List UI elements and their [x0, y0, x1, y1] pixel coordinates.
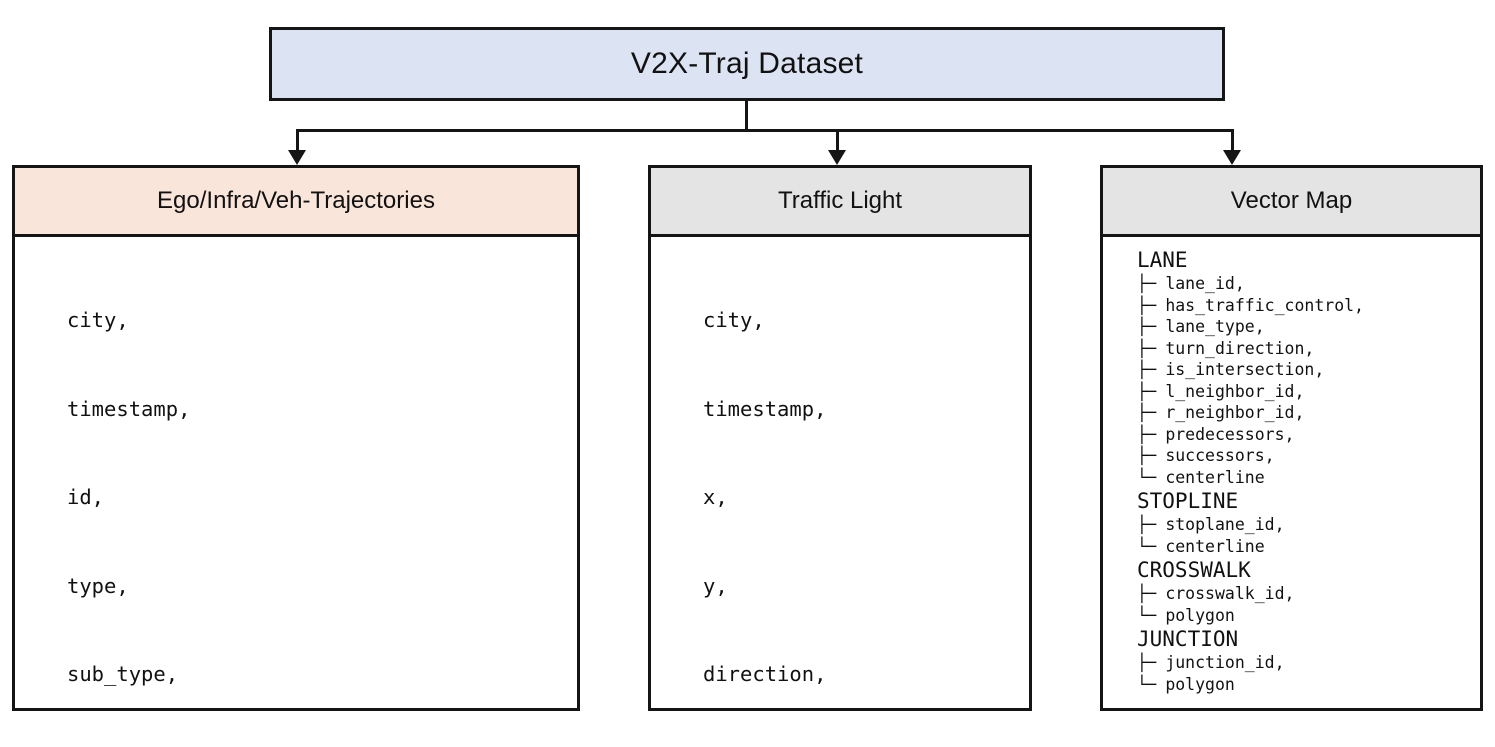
panel-vector-map-body: LANE├─ lane_id,├─ has_traffic_control,├─… [1103, 237, 1480, 708]
tree-leaf-label: has_traffic_control, [1165, 295, 1364, 315]
tree-leaf-label: polygon [1165, 605, 1235, 625]
arrowhead-trajectories [288, 150, 306, 165]
tree-group-label: STOPLINE [1137, 489, 1239, 513]
tree-leaf-item: ├─ junction_id, [1137, 652, 1480, 674]
connector-bus [296, 129, 1234, 132]
panel-trajectories-body: city, timestamp, id, type, sub_type, age… [15, 237, 577, 708]
panel-trajectories-title: Ego/Infra/Veh-Trajectories [157, 187, 435, 214]
tree-leaf-label: l_neighbor_id, [1165, 381, 1305, 401]
tree-leaf-item: └─ polygon [1137, 674, 1480, 696]
tree-branch-glyph: ├─ [1137, 295, 1166, 315]
tree-leaf-label: is_intersection, [1165, 360, 1325, 379]
tree-branch-glyph: ├─ [1137, 338, 1166, 358]
tree-branch-glyph: ├─ [1137, 446, 1166, 465]
panel-trajectories: Ego/Infra/Veh-Trajectories city, timesta… [12, 165, 580, 711]
connector-drop-vector-map [1231, 131, 1234, 152]
field-item: id, [67, 485, 105, 509]
connector-drop-traffic-light [836, 131, 839, 152]
tree-leaf-item: └─ polygon [1137, 605, 1480, 627]
panel-vector-map: Vector Map LANE├─ lane_id,├─ has_traffic… [1100, 165, 1483, 711]
field-item: timestamp, [67, 396, 191, 421]
tree-leaf-item: ├─ crosswalk_id, [1137, 583, 1480, 605]
tree-branch-glyph: └─ [1137, 467, 1166, 487]
tree-branch-glyph: ├─ [1137, 653, 1166, 672]
tree-leaf-item: ├─ has_traffic_control, [1137, 295, 1480, 317]
tree-leaf-label: turn_direction, [1165, 338, 1315, 358]
tree-leaf-label: stoplane_id, [1165, 515, 1285, 534]
field-item: city, [703, 308, 765, 332]
dataset-root-label: V2X-Traj Dataset [630, 47, 864, 80]
panel-traffic-light-title: Traffic Light [777, 187, 903, 214]
vector-map-tree: LANE├─ lane_id,├─ has_traffic_control,├─… [1103, 247, 1480, 695]
field-item: y, [703, 573, 728, 598]
trajectories-field-list: city, timestamp, id, type, sub_type, age… [15, 247, 577, 708]
tree-leaf-item: ├─ successors, [1137, 445, 1480, 467]
dataset-root-node: V2X-Traj Dataset [269, 27, 1225, 101]
tree-leaf-item: └─ centerline [1137, 467, 1480, 489]
tree-branch-glyph: ├─ [1137, 403, 1166, 422]
tree-branch-glyph: └─ [1137, 674, 1166, 694]
panel-vector-map-title: Vector Map [1230, 187, 1353, 214]
tree-leaf-item: ├─ lane_type, [1137, 316, 1480, 338]
tree-leaf-label: crosswalk_id, [1165, 584, 1295, 603]
panel-traffic-light-header: Traffic Light [651, 168, 1029, 237]
connector-drop-trajectories [296, 131, 299, 152]
field-item: direction, [703, 662, 827, 686]
field-item: city, [67, 308, 129, 332]
traffic-light-field-list: city, timestamp, x, y, direction, lane_i… [651, 247, 1029, 708]
tree-branch-glyph: ├─ [1137, 360, 1166, 379]
panel-trajectories-header: Ego/Infra/Veh-Trajectories [15, 168, 577, 237]
tree-branch-glyph: ├─ [1137, 584, 1166, 603]
tree-branch-glyph: └─ [1137, 536, 1166, 556]
tree-branch-glyph: ├─ [1137, 381, 1166, 401]
tree-branch-glyph: ├─ [1137, 424, 1166, 444]
field-item: sub_type, [67, 662, 179, 686]
tree-leaf-item: ├─ turn_direction, [1137, 338, 1480, 360]
tree-leaf-label: polygon [1165, 674, 1235, 694]
arrowhead-traffic-light [828, 150, 846, 165]
panel-vector-map-header: Vector Map [1103, 168, 1480, 237]
tree-leaf-item: ├─ stoplane_id, [1137, 514, 1480, 536]
panel-traffic-light: Traffic Light city, timestamp, x, y, dir… [648, 165, 1032, 711]
tree-group-label: JUNCTION [1137, 627, 1239, 651]
tree-leaf-label: r_neighbor_id, [1165, 403, 1305, 422]
tree-leaf-item: ├─ lane_id, [1137, 273, 1480, 295]
tree-leaf-label: predecessors, [1165, 424, 1295, 444]
panel-traffic-light-body: city, timestamp, x, y, direction, lane_i… [651, 237, 1029, 708]
arrowhead-vector-map [1223, 150, 1241, 165]
tree-group-label: CROSSWALK [1137, 558, 1251, 582]
field-item: x, [703, 485, 728, 509]
tree-leaf-label: centerline [1165, 467, 1265, 487]
tree-branch-glyph: ├─ [1137, 317, 1166, 336]
tree-leaf-item: ├─ is_intersection, [1137, 359, 1480, 381]
field-item: timestamp, [703, 396, 827, 421]
tree-branch-glyph: ├─ [1137, 515, 1166, 534]
tree-leaf-label: lane_id, [1165, 274, 1245, 293]
tree-leaf-item: ├─ predecessors, [1137, 424, 1480, 446]
connector-stem [745, 101, 748, 131]
tree-leaf-label: successors, [1165, 446, 1275, 465]
field-item: type, [67, 573, 129, 598]
tree-leaf-item: └─ centerline [1137, 536, 1480, 558]
tree-leaf-label: junction_id, [1165, 653, 1285, 672]
tree-leaf-item: ├─ r_neighbor_id, [1137, 402, 1480, 424]
tree-branch-glyph: └─ [1137, 605, 1166, 625]
tree-leaf-label: centerline [1165, 536, 1265, 556]
tree-group-label: LANE [1137, 248, 1188, 272]
tree-branch-glyph: ├─ [1137, 274, 1166, 293]
tree-leaf-item: ├─ l_neighbor_id, [1137, 381, 1480, 403]
tree-leaf-label: lane_type, [1165, 317, 1265, 336]
